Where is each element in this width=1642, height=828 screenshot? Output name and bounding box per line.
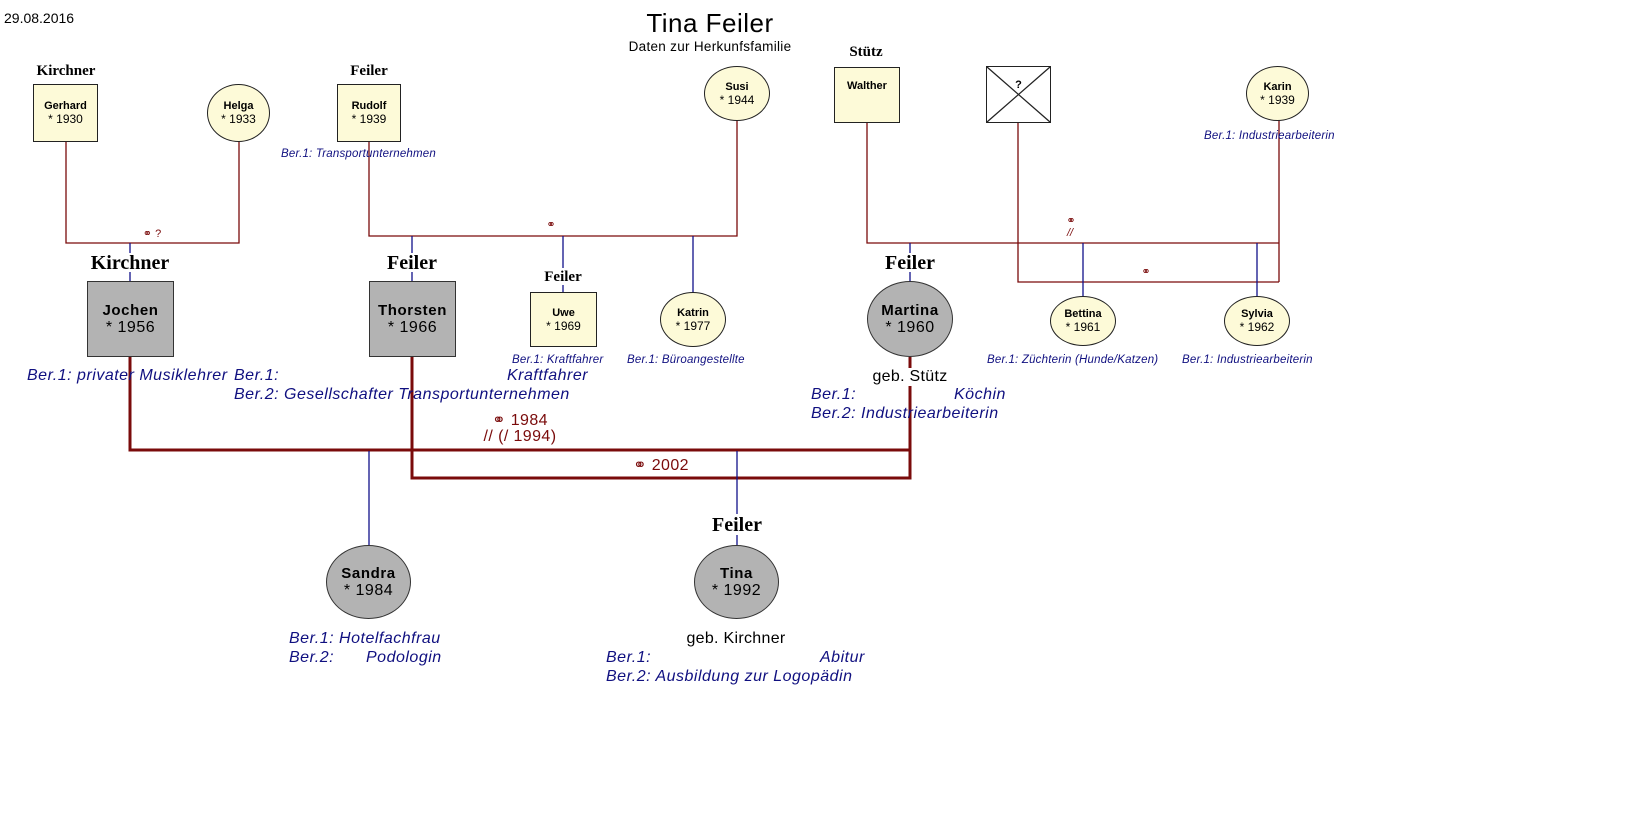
partner-line-walther-karin: [866, 122, 1279, 244]
marriage-label-jochen-martina: ⚭ 1984: [492, 412, 548, 429]
person-node-walther[interactable]: Walther: [834, 67, 900, 123]
surname-label-uwe: Feiler: [544, 269, 582, 285]
occupation-uwe: Ber.1: Kraftfahrer: [512, 354, 604, 366]
person-name: ?: [1015, 79, 1022, 91]
occupation-katrin: Ber.1: Büroangestellte: [627, 354, 745, 366]
surname-label-gerhard: Kirchner: [36, 63, 96, 79]
person-birth-year: * 1930: [48, 112, 83, 126]
person-node-susi[interactable]: Susi * 1944: [704, 66, 770, 121]
marriage-label-rudolf-susi: ⚭: [546, 219, 556, 231]
occupation-jochen: Ber.1: privater Musiklehrer: [27, 367, 228, 384]
deceased-cross-line-2: [986, 66, 1051, 123]
person-name: Karin: [1263, 80, 1292, 93]
person-node-unknown-deceased[interactable]: ?: [986, 66, 1051, 123]
print-date: 29.08.2016: [4, 10, 75, 26]
person-birth-year: * 1962: [1239, 320, 1275, 334]
occupation-sandra-value-2: Podologin: [366, 649, 442, 666]
occupation-thorsten-label-1: Ber.1:: [234, 367, 280, 384]
person-node-martina[interactable]: Martina * 1960: [867, 281, 953, 357]
person-node-uwe[interactable]: Uwe * 1969: [530, 292, 597, 347]
occupation-thorsten-value-1: Kraftfahrer: [507, 367, 589, 384]
partner-line-thorsten-martina: [410, 357, 912, 480]
occupation-martina-value-1: Köchin: [954, 386, 1006, 403]
occupation-thorsten-2: Ber.2: Gesellschafter Transportunternehm…: [234, 386, 570, 403]
marriage-label-gerhard-helga: ⚭ ?: [142, 228, 162, 240]
person-birth-year: * 1969: [546, 318, 581, 333]
occupation-martina-label-1: Ber.1:: [811, 386, 857, 403]
occupation-tina-label-1: Ber.1:: [606, 649, 652, 666]
person-node-helga[interactable]: Helga * 1933: [207, 84, 270, 142]
person-name: Martina: [881, 301, 939, 319]
occupation-karin: Ber.1: Industriearbeiterin: [1204, 130, 1335, 142]
page-subtitle: Daten zur Herkunfsfamilie: [628, 39, 792, 54]
person-birth-year: * 1961: [1065, 320, 1101, 334]
occupation-tina-value-1: Abitur: [820, 649, 865, 666]
occupation-rudolf: Ber.1: Transportunternehmen: [281, 148, 436, 160]
person-name: Helga: [223, 100, 254, 112]
occupation-martina-2: Ber.2: Industriearbeiterin: [811, 405, 999, 422]
marriage-label-unknown-karin: ⚭: [1141, 266, 1151, 278]
surname-label-rudolf: Feiler: [350, 63, 388, 79]
partner-line-unknown-karin: [1017, 122, 1279, 283]
person-node-jochen[interactable]: Jochen * 1956: [87, 281, 174, 357]
occupation-bettina: Ber.1: Züchterin (Hunde/Katzen): [987, 354, 1159, 366]
partner-line-rudolf-susi: [368, 120, 738, 237]
person-node-katrin[interactable]: Katrin * 1977: [660, 292, 726, 347]
divorce-label-jochen-martina: // (/ 1994): [483, 428, 557, 445]
occupation-sylvia: Ber.1: Industriearbeiterin: [1182, 354, 1313, 366]
occupation-tina-2: Ber.2: Ausbildung zur Logopädin: [606, 668, 853, 685]
person-name: Susi: [725, 80, 749, 93]
person-birth-year: * 1933: [221, 112, 256, 126]
surname-label-jochen: Kirchner: [90, 252, 170, 274]
person-name: Bettina: [1064, 308, 1102, 320]
person-name: Thorsten: [378, 301, 447, 319]
person-node-thorsten[interactable]: Thorsten * 1966: [369, 281, 456, 357]
partner-line-jochen-martina: [128, 357, 912, 452]
occupation-sandra-label-2: Ber.2:: [289, 649, 335, 666]
person-node-sandra[interactable]: Sandra * 1984: [326, 545, 411, 619]
person-birth-year: * 1977: [675, 318, 711, 333]
person-birth-year: * 1939: [1260, 92, 1295, 107]
person-birth-year: * 1944: [719, 92, 755, 107]
person-node-karin[interactable]: Karin * 1939: [1246, 66, 1309, 121]
birth-name-martina: geb. Stütz: [870, 368, 950, 386]
surname-label-thorsten: Feiler: [387, 252, 437, 274]
surname-label-walther: Stütz: [849, 44, 883, 60]
person-birth-year: * 1966: [387, 318, 438, 336]
person-birth-year: * 1992: [711, 581, 762, 599]
person-name: Uwe: [552, 306, 575, 319]
person-birth-year: * 1939: [351, 112, 387, 126]
surname-label-martina: Feiler: [885, 252, 935, 274]
person-node-gerhard[interactable]: Gerhard * 1930: [33, 84, 98, 142]
person-birth-year: * 1960: [885, 318, 935, 336]
surname-label-tina: Feiler: [712, 514, 762, 536]
person-name: Sylvia: [1241, 308, 1273, 320]
birth-name-tina: geb. Kirchner: [686, 630, 786, 647]
marriage-label-walther-karin: ⚭: [1066, 215, 1076, 227]
partner-line-gerhard-helga: [65, 142, 240, 244]
page-title: Tina Feiler: [646, 8, 774, 38]
person-name: Tina: [720, 564, 753, 582]
occupation-sandra-1: Ber.1: Hotelfachfrau: [289, 630, 441, 647]
person-birth-year: * 1984: [343, 581, 394, 599]
person-name: Sandra: [341, 564, 396, 582]
person-name: Rudolf: [351, 100, 387, 112]
person-name: Walther: [847, 80, 887, 92]
person-node-rudolf[interactable]: Rudolf * 1939: [337, 84, 401, 142]
person-node-sylvia[interactable]: Sylvia * 1962: [1224, 296, 1290, 346]
person-birth-year: * 1956: [105, 318, 156, 336]
person-name: Gerhard: [44, 100, 87, 112]
person-name: Katrin: [677, 306, 709, 319]
person-node-bettina[interactable]: Bettina * 1961: [1050, 296, 1116, 346]
person-name: Jochen: [102, 301, 159, 319]
person-node-tina[interactable]: Tina * 1992: [694, 545, 779, 619]
divorce-label-walther-karin: //: [1066, 227, 1074, 239]
marriage-label-thorsten-martina: ⚭ 2002: [633, 457, 689, 474]
